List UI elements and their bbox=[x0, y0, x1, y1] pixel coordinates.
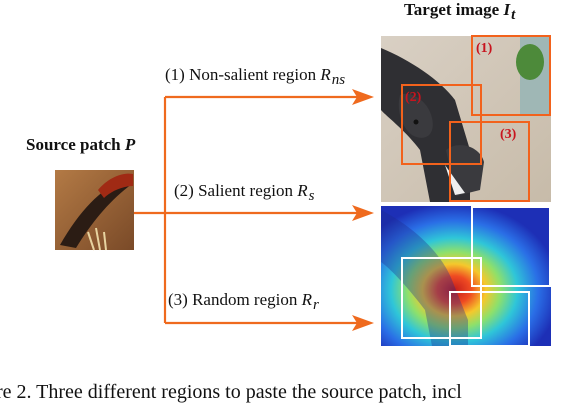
source-patch-image bbox=[55, 170, 134, 251]
region-box-2 bbox=[401, 84, 482, 165]
branch-1-symbol: R bbox=[320, 65, 331, 84]
arrowheads bbox=[352, 89, 374, 331]
branch-3-text: (3) Random region bbox=[168, 290, 302, 309]
arrowhead-2 bbox=[352, 205, 374, 221]
target-title-text: Target image bbox=[404, 0, 504, 19]
branch-label-1: (1) Non-salient region Rns bbox=[165, 65, 345, 89]
branch-label-2: (2) Salient region Rs bbox=[174, 181, 314, 205]
branch-2-symbol: R bbox=[297, 181, 308, 200]
box-tag-3: (3) bbox=[500, 127, 517, 142]
branch-3-sub: r bbox=[313, 297, 319, 313]
arrowhead-1 bbox=[352, 89, 374, 105]
branch-label-3: (3) Random region Rr bbox=[168, 290, 319, 314]
source-title-symbol: P bbox=[124, 135, 136, 154]
branch-arrows bbox=[134, 95, 362, 325]
heatmap-box-2 bbox=[401, 257, 482, 339]
saliency-heatmap-image bbox=[381, 206, 551, 346]
heatmap-box-1 bbox=[471, 206, 551, 287]
region-box-3 bbox=[449, 121, 530, 202]
target-image-photo bbox=[381, 36, 551, 202]
target-title-sub: t bbox=[511, 7, 516, 23]
box-tag-1: (1) bbox=[476, 41, 493, 56]
branch-1-sub: ns bbox=[331, 72, 346, 88]
source-patch-title: Source patch P bbox=[26, 135, 135, 155]
figure-caption: ure 2. Three different regions to paste … bbox=[0, 381, 462, 403]
target-image-title: Target image It bbox=[404, 0, 515, 24]
arrowhead-3 bbox=[352, 315, 374, 331]
branch-1-text: (1) Non-salient region bbox=[165, 65, 321, 84]
branch-2-sub: s bbox=[308, 188, 315, 204]
branch-2-text: (2) Salient region bbox=[174, 181, 298, 200]
heatmap-box-3 bbox=[449, 291, 530, 347]
region-box-1 bbox=[471, 35, 551, 116]
branch-3-symbol: R bbox=[301, 290, 312, 309]
box-tag-2: (2) bbox=[405, 90, 422, 105]
source-title-text: Source patch bbox=[26, 135, 125, 154]
target-title-symbol: I bbox=[503, 0, 511, 19]
